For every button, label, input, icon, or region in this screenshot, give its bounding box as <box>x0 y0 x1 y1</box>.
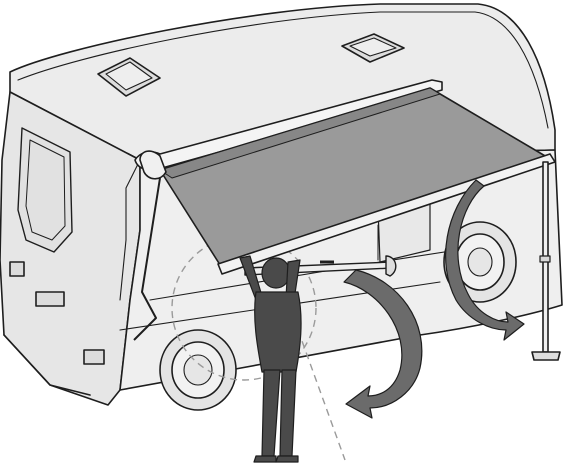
rv-lamp-2 <box>36 292 64 306</box>
rv-lamp-1 <box>10 262 24 276</box>
front-wheel <box>160 330 236 410</box>
